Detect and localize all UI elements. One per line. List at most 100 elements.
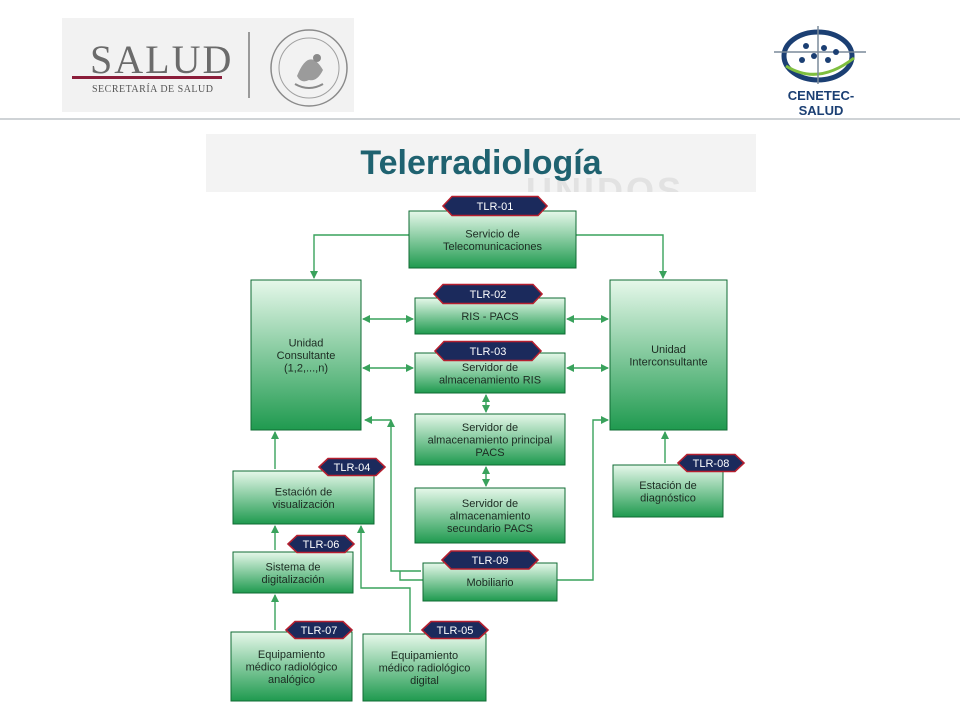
- tag-label: TLR-09: [472, 555, 509, 567]
- servidor-ris-label: Servidor de: [462, 362, 518, 374]
- cenetec-globe-icon: [774, 26, 866, 84]
- estacion-visualizacion-box-shape: [232, 470, 375, 525]
- tag-badge-shape: [284, 620, 354, 640]
- diagram-tags: TLR-01TLR-02TLR-03TLR-04TLR-05TLR-06TLR-…: [284, 195, 746, 640]
- tag-badge-shape: [676, 453, 746, 473]
- servicio-telecom-label: Servicio de: [465, 228, 519, 240]
- tag-label: TLR-06: [303, 539, 340, 551]
- tag-tlr-09: TLR-09: [440, 550, 540, 570]
- unidad-consultante-label: Unidad: [289, 338, 324, 350]
- tag-label: TLR-03: [470, 346, 507, 358]
- estacion-visualizacion-label: visualización: [272, 499, 334, 511]
- logo-separator: [248, 32, 250, 98]
- connector-telecom-consultante: [310, 234, 409, 279]
- equipamiento-digital-label: digital: [410, 675, 439, 687]
- connector-mobiliario-joint: [399, 571, 423, 581]
- tag-tlr-06: TLR-06: [286, 534, 356, 554]
- estacion-visualizacion-label: Estación de: [275, 486, 332, 498]
- connector-digital-visualizacion: [357, 525, 411, 632]
- servidor-principal-pacs-box-shape: [414, 413, 566, 466]
- equipamiento-analogico-label: médico radiológico: [246, 662, 338, 674]
- tag-tlr-07: TLR-07: [284, 620, 354, 640]
- equipamiento-digital-box-shape: [362, 633, 487, 702]
- unidad-interconsultante-box-shape: [609, 279, 728, 431]
- tag-badge-shape: [440, 550, 540, 570]
- mobiliario-box: Mobiliario: [422, 562, 558, 602]
- servidor-ris-label: almacenamiento RIS: [439, 374, 541, 386]
- tag-badge-shape: [441, 195, 549, 217]
- tag-tlr-05: TLR-05: [420, 620, 490, 640]
- salud-logo-subtitle: SECRETARÍA DE SALUD: [92, 84, 214, 95]
- servidor-secundario-pacs-label: Servidor de: [462, 498, 518, 510]
- servidor-secundario-pacs-label: almacenamiento: [450, 511, 531, 523]
- national-seal-icon: [270, 29, 348, 107]
- servidor-principal-pacs-label: almacenamiento principal: [428, 435, 553, 447]
- connector-mobiliario-consultante: [387, 419, 421, 572]
- tag-tlr-02: TLR-02: [432, 283, 544, 305]
- secretaria-de-salud-logo: SALUD SECRETARÍA DE SALUD: [62, 18, 354, 112]
- servidor-principal-pacs-label: PACS: [475, 447, 504, 459]
- slide-title: Telerradiología: [360, 144, 602, 182]
- equipamiento-analogico-label: Equipamiento: [258, 649, 325, 661]
- sistema-digitalizacion-box-shape: [232, 551, 354, 594]
- tag-badge-shape: [286, 534, 356, 554]
- tag-label: TLR-02: [470, 289, 507, 301]
- estacion-diagnostico-label: diagnóstico: [640, 492, 696, 504]
- diagram-connectors: [271, 234, 669, 632]
- unidad-interconsultante-label: Unidad: [651, 344, 686, 356]
- tag-label: TLR-01: [477, 201, 514, 213]
- title-band: UNIDOS: [206, 134, 756, 192]
- servicio-telecom-box-shape: [408, 210, 577, 269]
- sistema-digitalizacion-label: digitalización: [262, 574, 325, 586]
- unidad-consultante-label: (1,2,...,n): [284, 363, 328, 375]
- salud-logo-title: SALUD: [90, 37, 234, 82]
- equipamiento-analogico-label: analógico: [268, 674, 315, 686]
- header: SALUD SECRETARÍA DE SALUD CENETEC-SALUD: [0, 0, 960, 118]
- tag-badge-shape: [420, 620, 490, 640]
- equipamiento-digital-label: Equipamiento: [391, 650, 458, 662]
- connector-telecom-interconsultante: [576, 234, 667, 279]
- mobiliario-label: Mobiliario: [466, 577, 513, 589]
- tag-tlr-03: TLR-03: [433, 340, 543, 362]
- servicio-telecom-label: Telecomunicaciones: [443, 241, 543, 253]
- unidad-consultante-box-shape: [250, 279, 362, 431]
- estacion-diagnostico-label: Estación de: [639, 480, 696, 492]
- cenetec-logo-label: CENETEC-SALUD: [787, 88, 855, 118]
- tag-label: TLR-04: [334, 462, 371, 474]
- equipamiento-analogico-box-shape: [230, 631, 353, 702]
- tag-label: TLR-05: [437, 625, 474, 637]
- unidad-interconsultante-label: Interconsultante: [629, 356, 707, 368]
- tag-badge-shape: [433, 340, 543, 362]
- ris-pacs-label: RIS - PACS: [461, 311, 518, 323]
- unidad-consultante-label: Consultante: [277, 350, 336, 362]
- equipamiento-digital-label: médico radiológico: [379, 663, 471, 675]
- tag-label: TLR-07: [301, 625, 338, 637]
- connector-mobiliario-interconsultante: [557, 416, 609, 581]
- salud-logo-bar: [72, 76, 222, 79]
- estacion-diagnostico-box-shape: [612, 464, 724, 518]
- tag-tlr-04: TLR-04: [317, 457, 387, 477]
- servidor-principal-pacs-label: Servidor de: [462, 422, 518, 434]
- tag-tlr-08: TLR-08: [676, 453, 746, 473]
- title-watermark: UNIDOS: [526, 170, 685, 192]
- servidor-secundario-pacs-box-shape: [414, 487, 566, 544]
- tag-badge-shape: [317, 457, 387, 477]
- tag-label: TLR-08: [693, 458, 730, 470]
- tag-badge-shape: [432, 283, 544, 305]
- header-divider: [0, 118, 960, 120]
- cenetec-logo: CENETEC-SALUD: [766, 22, 876, 118]
- servidor-secundario-pacs-label: secundario PACS: [447, 523, 533, 535]
- tag-tlr-01: TLR-01: [441, 195, 549, 217]
- sistema-digitalizacion-label: Sistema de: [265, 561, 320, 573]
